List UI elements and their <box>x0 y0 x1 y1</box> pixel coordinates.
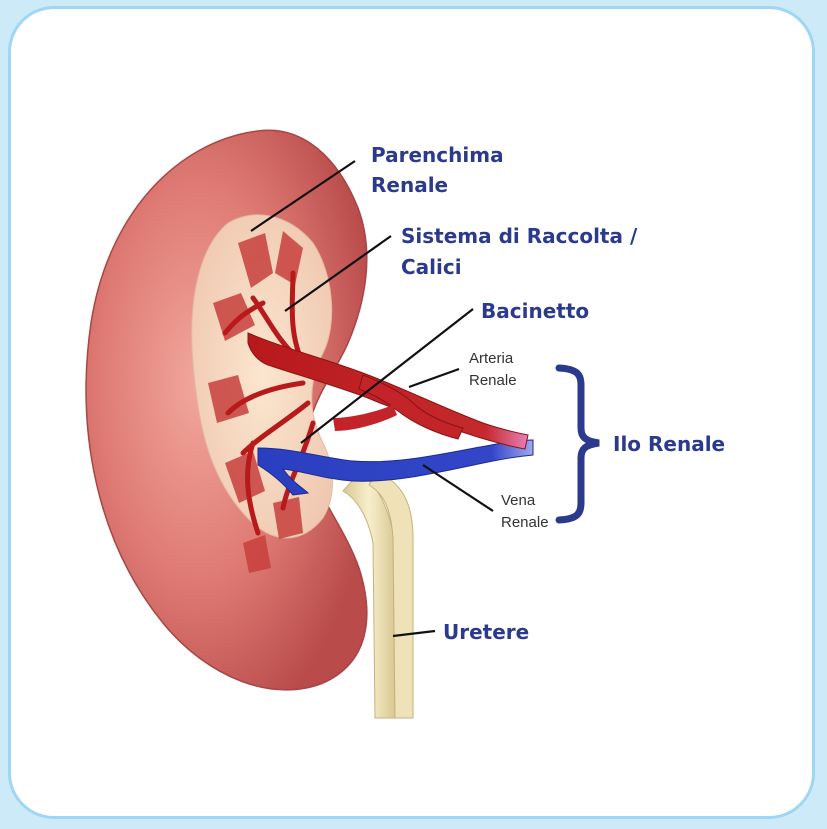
diagram-frame: Parenchima Renale Sistema di Raccolta / … <box>8 6 815 819</box>
label-parenchima-line1: Parenchima <box>371 143 504 167</box>
label-ilo-renale: Ilo Renale <box>613 432 725 456</box>
ilo-bracket <box>559 368 599 520</box>
label-vena-line1: Vena <box>501 492 536 509</box>
label-sistema-line2: Calici <box>401 255 462 279</box>
pointer-arteria <box>409 369 459 387</box>
label-bacinetto: Bacinetto <box>481 299 589 323</box>
label-uretere: Uretere <box>443 620 529 644</box>
label-sistema-line1: Sistema di Raccolta / <box>401 224 638 248</box>
label-arteria-line2: Renale <box>469 372 517 389</box>
pointer-vena <box>423 465 493 511</box>
kidney-diagram: Parenchima Renale Sistema di Raccolta / … <box>11 9 815 819</box>
label-vena-line2: Renale <box>501 514 549 531</box>
label-parenchima-line2: Renale <box>371 173 448 197</box>
label-arteria-line1: Arteria <box>469 350 514 367</box>
